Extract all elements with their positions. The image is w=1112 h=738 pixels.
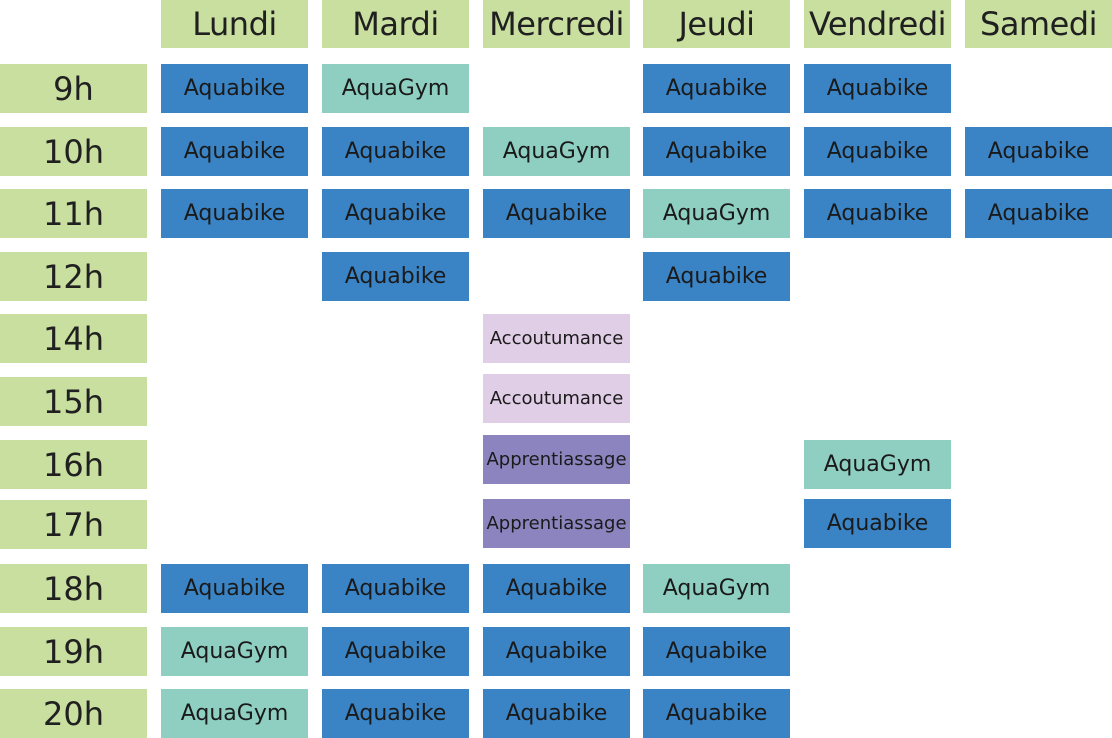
slot-vendredi-17h[interactable]: Aquabike: [804, 499, 951, 548]
day-header-vendredi: Vendredi: [804, 0, 951, 48]
hour-label-9h: 9h: [0, 64, 147, 113]
slot-mercredi-18h[interactable]: Aquabike: [483, 564, 630, 613]
slot-jeudi-20h[interactable]: Aquabike: [643, 689, 790, 738]
slot-lundi-19h[interactable]: AquaGym: [161, 627, 308, 676]
day-header-mardi: Mardi: [322, 0, 469, 48]
slot-mercredi-17h[interactable]: Apprentiassage: [483, 499, 630, 548]
slot-mardi-20h[interactable]: Aquabike: [322, 689, 469, 738]
slot-jeudi-11h[interactable]: AquaGym: [643, 189, 790, 238]
slot-vendredi-10h[interactable]: Aquabike: [804, 127, 951, 176]
hour-label-11h: 11h: [0, 189, 147, 238]
hour-label-14h: 14h: [0, 314, 147, 363]
slot-mercredi-15h[interactable]: Accoutumance: [483, 374, 630, 423]
slot-jeudi-18h[interactable]: AquaGym: [643, 564, 790, 613]
slot-mardi-18h[interactable]: Aquabike: [322, 564, 469, 613]
slot-lundi-11h[interactable]: Aquabike: [161, 189, 308, 238]
hour-label-15h: 15h: [0, 377, 147, 426]
slot-mercredi-19h[interactable]: Aquabike: [483, 627, 630, 676]
slot-lundi-18h[interactable]: Aquabike: [161, 564, 308, 613]
slot-mardi-10h[interactable]: Aquabike: [322, 127, 469, 176]
slot-samedi-11h[interactable]: Aquabike: [965, 189, 1112, 238]
hour-label-10h: 10h: [0, 127, 147, 176]
slot-lundi-10h[interactable]: Aquabike: [161, 127, 308, 176]
slot-vendredi-11h[interactable]: Aquabike: [804, 189, 951, 238]
slot-jeudi-9h[interactable]: Aquabike: [643, 64, 790, 113]
slot-jeudi-10h[interactable]: Aquabike: [643, 127, 790, 176]
slot-mercredi-20h[interactable]: Aquabike: [483, 689, 630, 738]
day-header-lundi: Lundi: [161, 0, 308, 48]
slot-mardi-11h[interactable]: Aquabike: [322, 189, 469, 238]
slot-mercredi-14h[interactable]: Accoutumance: [483, 314, 630, 363]
slot-samedi-10h[interactable]: Aquabike: [965, 127, 1112, 176]
slot-mardi-19h[interactable]: Aquabike: [322, 627, 469, 676]
slot-lundi-9h[interactable]: Aquabike: [161, 64, 308, 113]
hour-label-20h: 20h: [0, 689, 147, 738]
hour-label-12h: 12h: [0, 252, 147, 301]
slot-jeudi-19h[interactable]: Aquabike: [643, 627, 790, 676]
hour-label-19h: 19h: [0, 627, 147, 676]
slot-mardi-12h[interactable]: Aquabike: [322, 252, 469, 301]
hour-label-17h: 17h: [0, 500, 147, 549]
slot-lundi-20h[interactable]: AquaGym: [161, 689, 308, 738]
slot-mercredi-11h[interactable]: Aquabike: [483, 189, 630, 238]
slot-mardi-9h[interactable]: AquaGym: [322, 64, 469, 113]
hour-label-16h: 16h: [0, 440, 147, 489]
slot-mercredi-10h[interactable]: AquaGym: [483, 127, 630, 176]
hour-label-18h: 18h: [0, 564, 147, 613]
slot-jeudi-12h[interactable]: Aquabike: [643, 252, 790, 301]
slot-vendredi-16h[interactable]: AquaGym: [804, 440, 951, 489]
slot-mercredi-16h[interactable]: Apprentiassage: [483, 435, 630, 484]
day-header-samedi: Samedi: [965, 0, 1112, 48]
day-header-jeudi: Jeudi: [643, 0, 790, 48]
day-header-mercredi: Mercredi: [483, 0, 630, 48]
slot-vendredi-9h[interactable]: Aquabike: [804, 64, 951, 113]
